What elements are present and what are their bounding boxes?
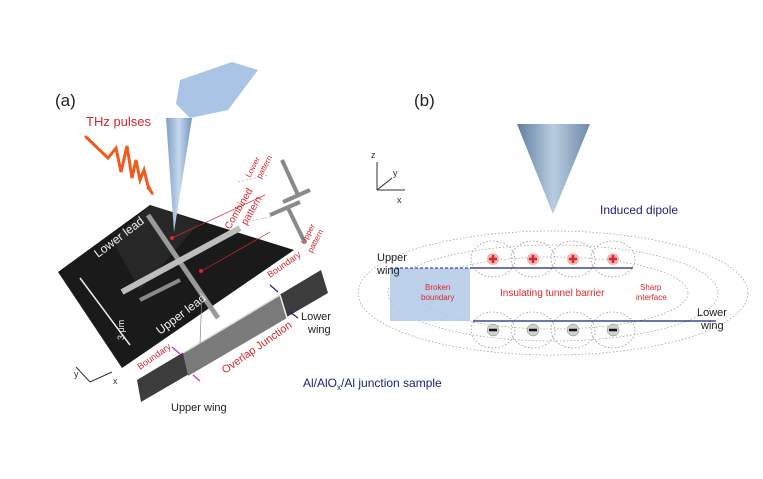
positive-charge-icon — [487, 253, 499, 265]
negative-charge-icon — [606, 323, 620, 337]
dipole-field-group — [470, 240, 636, 349]
axis-y-label: y — [74, 369, 79, 379]
field-loop — [590, 240, 636, 278]
cantilever — [176, 62, 258, 118]
negative-charge-icon — [566, 323, 580, 337]
axis-x-label-b: x — [397, 195, 402, 205]
field-loop — [470, 240, 516, 278]
axis-z-label: z — [371, 150, 376, 160]
barrier-label: Insulating tunnel barrier — [500, 288, 605, 299]
field-loop — [510, 240, 556, 278]
sample-label: Al/AlOx/Al junction sample — [303, 376, 442, 392]
scale-bar — [79, 277, 131, 346]
field-loop — [590, 311, 636, 349]
negative-charge-icon — [526, 323, 540, 337]
negative-charge-icon — [486, 323, 500, 337]
xy-axes-icon — [75, 366, 113, 383]
boundary-arrow — [269, 284, 279, 293]
field-loop — [550, 311, 596, 349]
afm-tip — [166, 118, 192, 232]
field-loop — [550, 240, 596, 278]
cone-tip — [517, 124, 590, 214]
panel-b-label: (b) — [414, 91, 435, 110]
positive-charge-icon — [567, 253, 579, 265]
charges — [486, 253, 620, 337]
thz-arrowhead — [146, 186, 154, 196]
field-loop — [510, 311, 556, 349]
positive-charge-icon — [527, 253, 539, 265]
boundary-arrow-magenta — [171, 346, 181, 355]
field-loop — [470, 311, 516, 349]
scale-label: 3 μm — [116, 320, 126, 340]
thz-pulse-icon — [84, 135, 154, 195]
axis-x-label: x — [113, 376, 118, 386]
upper-wing-block — [390, 268, 470, 321]
xyz-axes-icon — [376, 162, 405, 191]
induced-dipole-label: Induced dipole — [600, 203, 678, 217]
lead-line — [145, 213, 221, 320]
pointer-line — [171, 194, 266, 239]
pattern-schematic — [269, 159, 311, 244]
lower-pattern-label: Lowerpattern — [244, 149, 274, 183]
upper-pattern-label: Upperpattern — [297, 222, 326, 254]
junction-bar — [120, 225, 242, 295]
positive-charge-icon — [607, 253, 619, 265]
axis-y-label-b: y — [393, 168, 398, 178]
combined-pattern-label: Combinedpattern — [223, 187, 266, 238]
thz-label: THz pulses — [86, 114, 152, 129]
upper-wing-label-a: Upper wing — [171, 402, 227, 414]
panel-a-label: (a) — [55, 91, 76, 110]
